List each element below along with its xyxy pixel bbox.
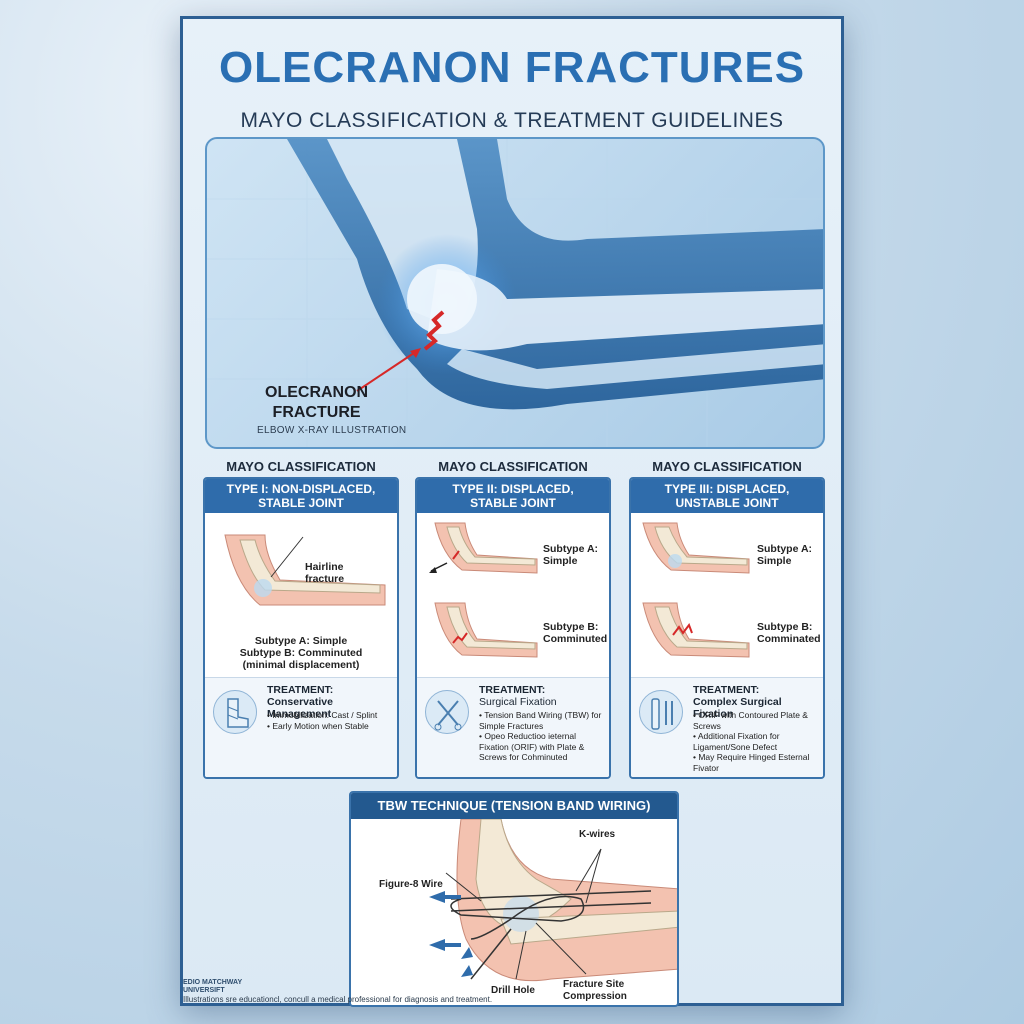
type-2-card: TYPE II: DISPLACED, STABLE JOINT Subtype… <box>415 477 611 779</box>
tbw-figure8-label: Figure-8 Wire <box>379 879 443 890</box>
treatment-item: Opeo Reductioo iеternal Fixation (ORIF) … <box>479 731 607 763</box>
poster: OLECRANON FRACTURES MAYO CLASSIFICATION … <box>180 16 844 1007</box>
tbw-fracture-l2: Compression <box>563 991 627 1002</box>
type-3-subtype-a: Subtype A: Simple <box>757 543 812 567</box>
hairline-text: Hairline <box>305 561 344 573</box>
type-3-subtype-b: Subtype B: Comminated <box>757 621 821 645</box>
tbw-fracture-label: Fracture Site Compression <box>563 979 627 1003</box>
type-2-subtype-b: Subtype B: Comminuted <box>543 621 607 645</box>
type-3-subtype-a-l2: Simple <box>757 555 792 567</box>
disclaimer-footer: Illustrations sre educationcl, concull a… <box>183 995 493 1004</box>
treatment-label: TREATMENT: <box>479 684 546 696</box>
university-logo: EDIO MATCHWAY UNIVERSIFT <box>183 979 242 995</box>
type-1-subtype-a: Subtype A: Simple <box>254 635 348 647</box>
type-3-subtype-b-l2: Comminated <box>757 633 821 645</box>
type-1-subtype-note: (minimal displacement) <box>242 659 360 671</box>
treatment-item: Additional Fixation for Ligament/Sone De… <box>693 731 821 752</box>
treatment-label: TREATMENT: <box>693 684 760 696</box>
type-2-subtype-a-l1: Subtype A: <box>543 543 599 555</box>
treatment-item: Tension Band Wiring (TBW) for Simple Fra… <box>479 710 607 731</box>
type-2-subtype-b-l1: Subtype B: <box>543 621 599 633</box>
column-heading-3: MAYO CLASSIFICATION <box>652 459 802 474</box>
type-1-subtypes: Subtype A: Simple Subtype B: Comminuted … <box>205 635 397 671</box>
type-3-title-line1: TYPE III: DISPLACED, <box>664 482 790 496</box>
type-2-subtype-a: Subtype A: Simple <box>543 543 598 567</box>
poster-subtitle: MAYO CLASSIFICATION & TREATMENT GUIDELIN… <box>240 109 784 132</box>
type-1-treatment: TREATMENT: Conservative Management Immob… <box>205 677 397 777</box>
type-1-title-line2: STABLE JOINT <box>258 496 344 510</box>
column-heading-2: MAYO CLASSIFICATION <box>438 459 588 474</box>
hero-caption: ELBOW X-RAY ILLUSTRATION <box>257 425 407 436</box>
column-heading-1: MAYO CLASSIFICATION <box>226 459 376 474</box>
type-2-elbow-graphics <box>429 522 538 658</box>
treatment-item: Immobilization: Cast / Splint <box>267 710 377 721</box>
plate-screws-icon <box>639 690 683 734</box>
type-3-card: TYPE III: DISPLACED, UNSTABLE JOINT Subt… <box>629 477 825 779</box>
treatment-label: TREATMENT: <box>267 684 334 696</box>
type-2-treatment-list: Tension Band Wiring (TBW) for Simple Fra… <box>479 710 607 763</box>
tbw-technique-panel: TBW TECHNIQUE (TENSION BAND WIRING) K-wi… <box>349 791 679 1007</box>
type-3-title-line2: UNSTABLE JOINT <box>675 496 779 510</box>
elbow-xray-illustration: OLECRANON FRACTURE ELBOW X-RAY ILLUSTRAT… <box>205 137 825 449</box>
type-2-treatment: TREATMENT: Surgical Fixation Tension Ban… <box>417 677 609 777</box>
tbw-heading: TBW TECHNIQUE (TENSION BAND WIRING) <box>351 793 677 819</box>
type-2-subtype-a-l2: Simple <box>543 555 578 567</box>
treatment-item: Early Motion when Stable <box>267 721 377 732</box>
tbw-drill-label: Drill Hole <box>491 985 535 996</box>
type-3-subtype-b-l1: Subtype B: <box>757 621 813 633</box>
university-line1: EDIO MATCHWAY <box>183 979 243 986</box>
tbw-fracture-l1: Fracture Site <box>563 979 625 990</box>
treatment-item: ORIF with Contoured Plate & Screws <box>693 710 821 731</box>
type-1-hairline-label: Hairline fracture <box>305 561 344 585</box>
treatment-name: Surgical Fixation <box>479 696 557 708</box>
type-1-header: TYPE I: NON-DISPLACED, STABLE JOINT <box>205 479 397 513</box>
type-2-title-line2: STABLE JOINT <box>470 496 556 510</box>
type-1-subtype-b: Subtype B: Comminuted <box>239 647 363 659</box>
tbw-elbow-graphic <box>429 819 677 982</box>
cast-icon <box>213 690 257 734</box>
type-3-subtype-a-l1: Subtype A: <box>757 543 813 555</box>
type-2-title-line1: TYPE II: DISPLACED, <box>452 482 574 496</box>
fracture-label: OLECRANON FRACTURE <box>265 383 368 423</box>
type-1-elbow-graphic <box>224 534 386 606</box>
type-2-header: TYPE II: DISPLACED, STABLE JOINT <box>417 479 609 513</box>
university-line2: UNIVERSIFT <box>183 987 225 994</box>
type-1-title-line1: TYPE I: NON-DISPLACED, <box>226 482 376 496</box>
fracture-text: fracture <box>305 573 345 585</box>
tbw-kwires-label: K-wires <box>579 829 616 840</box>
type-3-treatment-list: ORIF with Contoured Plate & Screws Addit… <box>693 710 821 773</box>
type-3-elbow-graphics <box>642 522 750 658</box>
type-2-treatment-title: TREATMENT: Surgical Fixation <box>479 684 557 708</box>
type-3-treatment: TREATMENT: Complex Surgical Fixation ORI… <box>631 677 823 777</box>
fracture-label-line1: OLECRANON <box>265 384 369 401</box>
treatment-item: May Require Hinged Esternal Fivator <box>693 752 821 773</box>
type-2-subtype-b-l2: Comminuted <box>543 633 608 645</box>
poster-title: OLECRANON FRACTURES <box>218 43 806 92</box>
type-1-card: TYPE I: NON-DISPLACED, STABLE JOINT Hair… <box>203 477 399 779</box>
fracture-label-line2: FRACTURE <box>272 404 361 421</box>
type-1-treatment-list: Immobilization: Cast / Splint Early Moti… <box>267 710 377 731</box>
surgical-tools-icon <box>425 690 469 734</box>
elbow-xray-graphic <box>207 139 823 447</box>
type-3-header: TYPE III: DISPLACED, UNSTABLE JOINT <box>631 479 823 513</box>
